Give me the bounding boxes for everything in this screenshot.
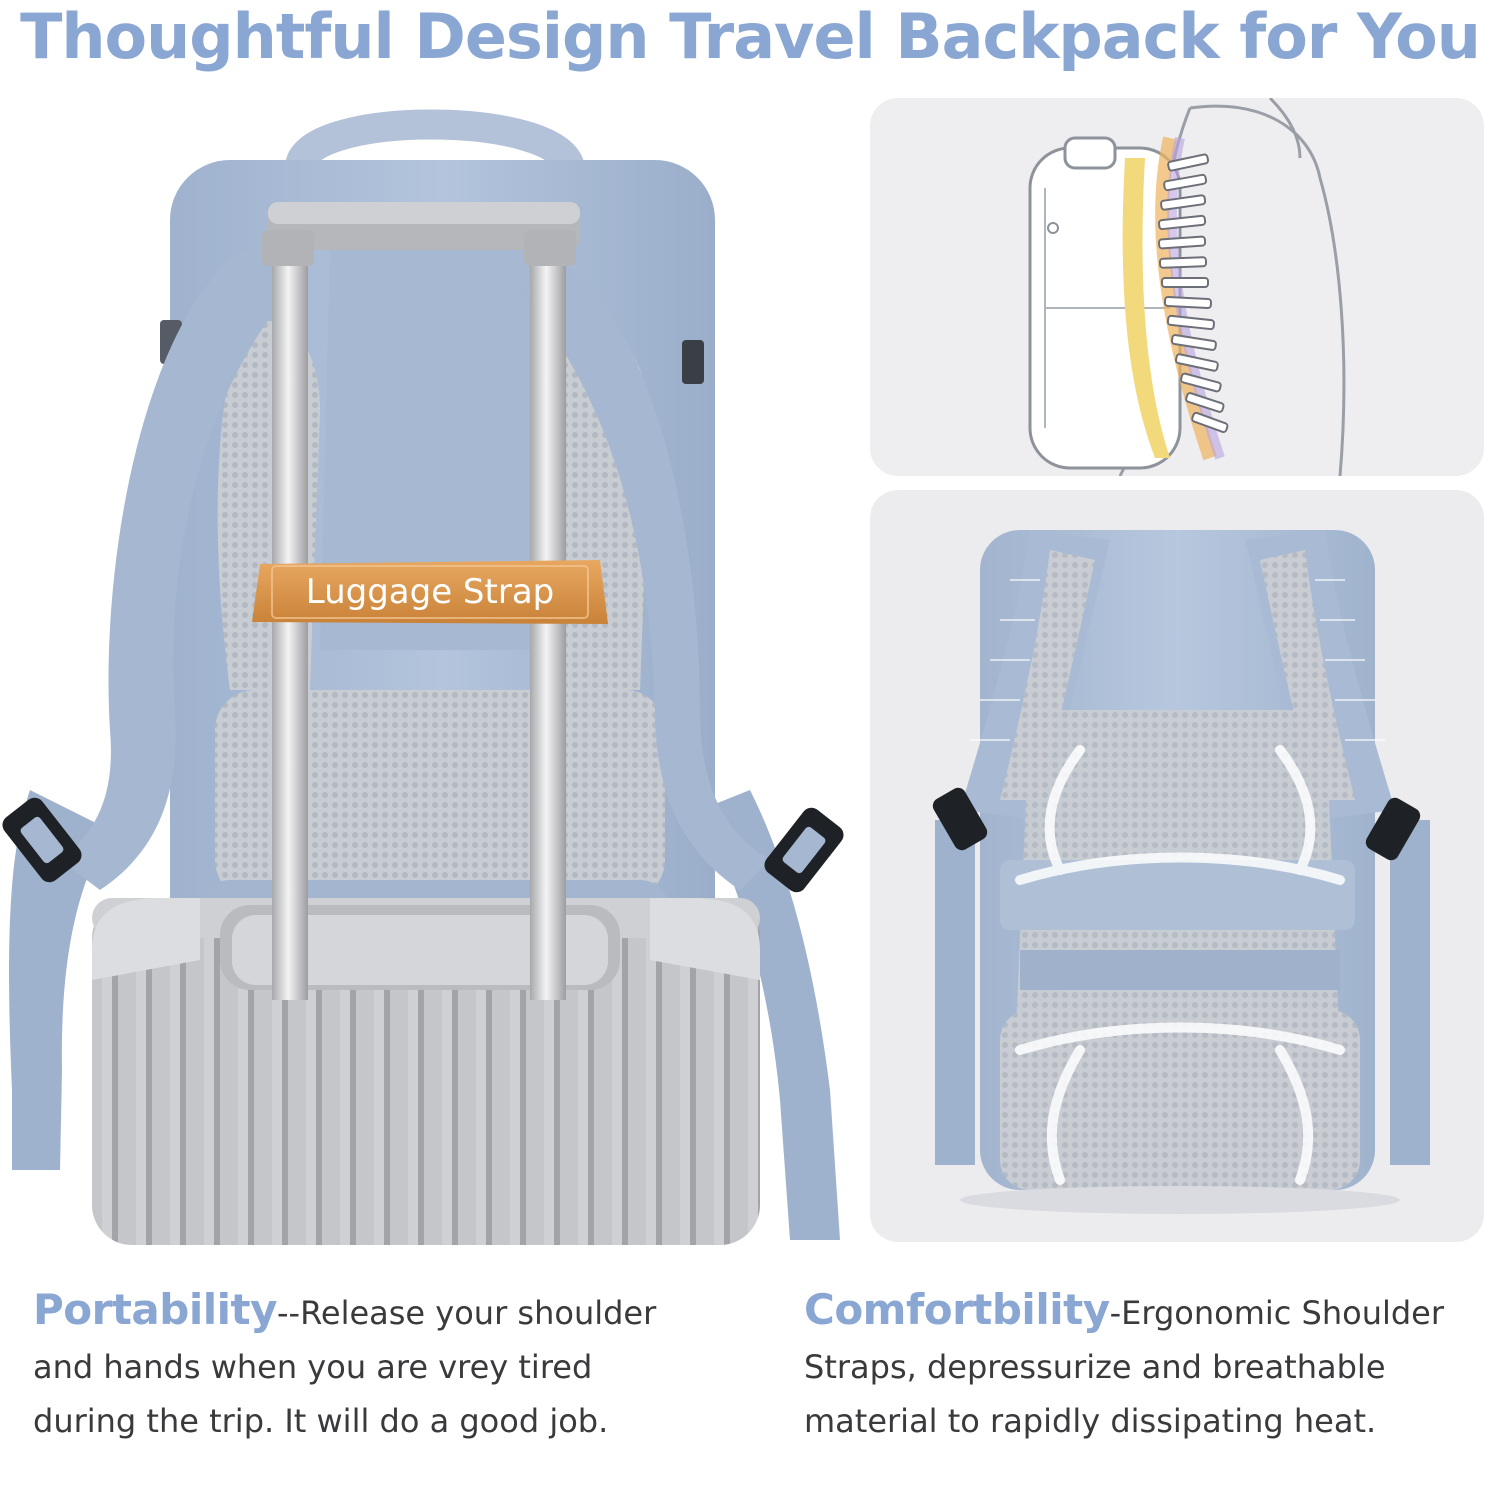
portability-line-1: Portability--Release your shoulder [33,1283,733,1340]
portability-caption: Portability--Release your shoulder and h… [33,1283,733,1448]
comfortbility-line-2: Straps, depressurize and breathable [804,1348,1386,1386]
luggage-strap-shape [252,560,608,624]
portability-line-1-rest: --Release your shoulder [276,1294,657,1332]
portability-line-2: and hands when you are vrey tired [33,1348,593,1386]
portability-line-3: during the trip. It will do a good job. [33,1402,609,1440]
comfortbility-line-1-rest: -Ergonomic Shoulder [1109,1294,1445,1332]
right-strap-buckle [764,807,844,893]
vertebrae [1157,153,1229,434]
airflow-arrows [1015,745,1345,1185]
comfortbility-line-1: Comfortbility-Ergonomic Shoulder [804,1283,1494,1340]
breathable-straps-panel [870,490,1484,1242]
breathable-back-illustration [932,530,1430,1214]
portability-keyword: Portability [33,1285,277,1334]
backpack-on-suitcase-image [0,90,860,1245]
spine-support-panel [870,98,1484,476]
comfortbility-line-3: material to rapidly dissipating heat. [804,1402,1377,1440]
comfortbility-keyword: Comfortbility [804,1285,1110,1334]
headline: Thoughtful Design Travel Backpack for Yo… [20,0,1481,73]
luggage-strap-text: Luggage Strap [305,572,555,612]
comfortbility-caption: Comfortbility-Ergonomic Shoulder Straps,… [804,1283,1494,1448]
left-strap-buckle [2,797,82,883]
spine-illustration [1028,98,1346,476]
luggage-strap-label: Luggage Strap [250,560,610,624]
backpack-suitcase-illustration [2,109,844,1245]
